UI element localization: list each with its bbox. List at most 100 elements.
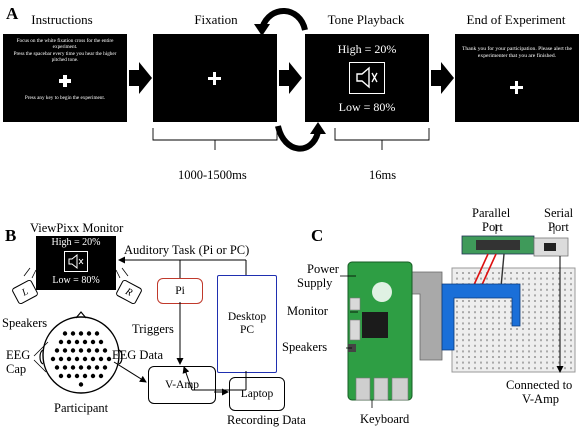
- pi-label: Pi: [175, 284, 185, 297]
- power-supply-label-1: Power: [307, 262, 339, 276]
- step-title-fixation: Fixation: [194, 12, 238, 27]
- desktop-pc-box: Desktop PC: [217, 275, 277, 373]
- breadboard-hole: [552, 294, 554, 297]
- end-text: Thank you for your participation. Please…: [462, 46, 572, 59]
- electrode-dot: [102, 365, 108, 370]
- panel-b-connectors: [23, 256, 247, 396]
- breadboard-hole: [462, 328, 464, 330]
- power-supply-label-2: Supply: [297, 276, 333, 290]
- parallel-port-label-1: Parallel: [472, 206, 511, 220]
- breadboard-hole: [504, 344, 506, 347]
- breadboard-hole: [474, 277, 476, 280]
- electrode-dot: [90, 373, 96, 379]
- breadboard-hole: [474, 339, 476, 342]
- tone-high-label: High = 20%: [337, 42, 397, 56]
- step-title-instructions: Instructions: [31, 12, 93, 27]
- viewpixx-monitor-label: ViewPixx Monitor: [30, 221, 124, 235]
- breadboard-hole: [558, 361, 560, 364]
- breadboard-hole: [504, 361, 506, 364]
- breadboard-hole: [564, 294, 566, 297]
- breadboard-hole: [546, 361, 548, 364]
- breadboard-hole: [462, 272, 464, 274]
- breadboard-hole: [456, 300, 458, 302]
- laptop-label: Laptop: [240, 387, 274, 400]
- breadboard-hole: [540, 350, 542, 353]
- monitor-high-label: High = 20%: [51, 237, 101, 248]
- breadboard-hole: [498, 356, 500, 358]
- breadboard-hole: [522, 322, 524, 325]
- breadboard-hole: [564, 272, 566, 274]
- breadboard-hole: [456, 350, 458, 353]
- electrode-dot: [86, 348, 92, 353]
- electrode-dot: [66, 356, 72, 362]
- breadboard-hole: [552, 333, 554, 336]
- breadboard-hole: [492, 277, 494, 280]
- breadboard-hole: [498, 344, 500, 347]
- breadboard-hole: [564, 350, 566, 353]
- breadboard-hole: [474, 328, 476, 330]
- breadboard-hole: [546, 316, 548, 319]
- breadboard-hole: [534, 339, 536, 342]
- electrode-dot: [106, 356, 112, 362]
- breadboard-hole: [510, 272, 512, 274]
- breadboard-hole: [528, 344, 530, 347]
- breadboard-hole: [498, 272, 500, 274]
- end-screen: Thank you for your participation. Please…: [455, 34, 579, 122]
- breadboard-hole: [528, 316, 530, 319]
- breadboard-hole: [540, 367, 542, 370]
- breadboard-hole: [522, 339, 524, 342]
- breadboard-hole: [510, 333, 512, 336]
- breadboard-hole: [540, 356, 542, 358]
- electrode-dot: [94, 365, 100, 370]
- breadboard-hole: [480, 272, 482, 274]
- instructions-text-2: Press the spacebar every time you hear t…: [13, 51, 117, 64]
- breadboard-hole: [462, 361, 464, 364]
- breadboard-hole: [522, 328, 524, 330]
- breadboard-hole: [546, 283, 548, 286]
- breadboard-hole: [546, 311, 548, 314]
- breadboard-hole: [462, 344, 464, 347]
- electrode-dot: [94, 331, 100, 336]
- breadboard-hole: [558, 283, 560, 286]
- loop-arrow-bottom-icon: [275, 125, 321, 152]
- breadboard-hole: [456, 305, 458, 308]
- breadboard-hole: [492, 350, 494, 353]
- breadboard-hole: [468, 300, 470, 302]
- electrode-dot: [54, 365, 60, 370]
- breadboard-hole: [558, 311, 560, 314]
- breadboard-hole: [540, 361, 542, 364]
- breadboard-hole: [486, 328, 488, 330]
- breadboard-hole: [468, 344, 470, 347]
- monitor-label: Monitor: [287, 304, 328, 318]
- breadboard-hole: [498, 367, 500, 370]
- breadboard-hole: [492, 311, 494, 314]
- breadboard-hole: [564, 333, 566, 336]
- breadboard-hole: [468, 277, 470, 280]
- breadboard-hole: [564, 322, 566, 325]
- fixation-cross-icon: [208, 72, 221, 85]
- breadboard-hole: [564, 283, 566, 286]
- breadboard-hole: [486, 333, 488, 336]
- breadboard-hole: [552, 339, 554, 342]
- vamp-box: V-Amp: [148, 366, 216, 404]
- electrode-dot: [66, 339, 72, 345]
- breadboard-hole: [498, 277, 500, 280]
- breadboard-hole: [570, 328, 572, 330]
- breadboard-hole: [462, 277, 464, 280]
- breadboard-hole: [474, 300, 476, 302]
- breadboard-hole: [552, 277, 554, 280]
- breadboard-hole: [558, 339, 560, 342]
- breadboard-hole: [534, 277, 536, 280]
- electrode-dot: [90, 356, 96, 362]
- vamp-label: V-Amp: [164, 378, 200, 391]
- breadboard-hole: [534, 322, 536, 325]
- electrode-dot: [66, 373, 72, 379]
- tone-duration-label: 16ms: [369, 168, 397, 182]
- breadboard-hole: [522, 300, 524, 302]
- breadboard-hole: [540, 328, 542, 330]
- breadboard-hole: [492, 367, 494, 370]
- electrode-dot: [58, 356, 64, 362]
- breadboard-hole: [486, 300, 488, 302]
- breadboard-hole: [546, 328, 548, 330]
- breadboard-hole: [546, 344, 548, 347]
